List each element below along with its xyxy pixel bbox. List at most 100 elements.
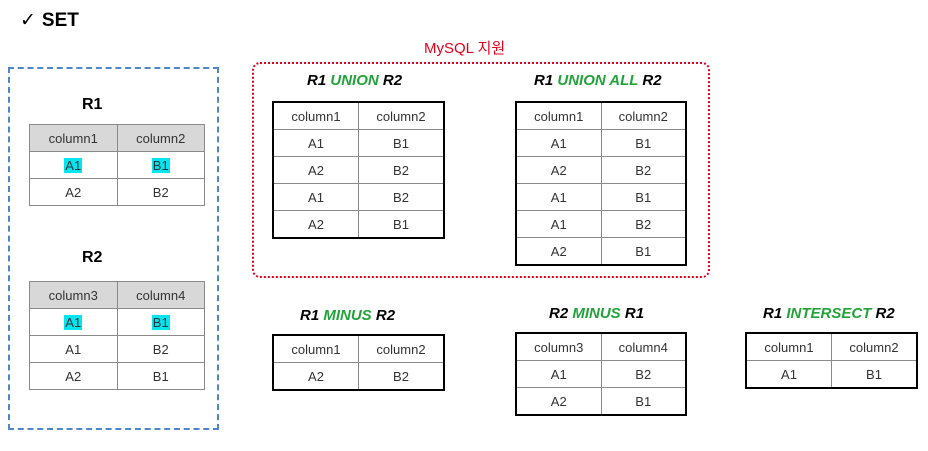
- table-row: A2 B2: [272, 156, 445, 184]
- table-cell: B2: [600, 210, 687, 238]
- minus-r2-r1-operator: MINUS: [572, 305, 621, 322]
- column-header: column1: [272, 101, 359, 130]
- highlighted-value: B1: [151, 157, 170, 173]
- cell-value: B2: [393, 162, 409, 178]
- table-cell: B2: [116, 178, 205, 206]
- union-all-left: R1: [534, 72, 554, 89]
- table-cell: A1: [272, 183, 359, 211]
- table-cell: B1: [116, 151, 205, 179]
- table-cell: A1: [515, 210, 602, 238]
- cell-value: A1: [308, 189, 324, 205]
- intersect-operator: INTERSECT: [786, 305, 872, 322]
- minus-r2-r1-label: R2 MINUS R1: [549, 305, 644, 322]
- minus-r1-r2-label: R1 MINUS R2: [300, 307, 395, 324]
- highlighted-value: A1: [64, 314, 83, 330]
- table-row: A2 B2: [29, 178, 205, 206]
- table-row: A2 B1: [29, 362, 205, 390]
- cell-value: A1: [550, 135, 567, 151]
- cell-value: A1: [550, 366, 567, 382]
- column-header: column4: [600, 332, 687, 361]
- table-cell: A2: [515, 237, 602, 266]
- table-cell: A1: [272, 129, 359, 157]
- column-header: column3: [515, 332, 602, 361]
- cell-value: A2: [308, 368, 324, 384]
- table-cell: A2: [272, 156, 359, 184]
- table-row: A1 B2: [515, 360, 687, 388]
- table-cell: A1: [29, 308, 118, 336]
- cell-value: A2: [550, 393, 567, 409]
- table-row: A1 B1: [29, 151, 205, 179]
- table-cell: A1: [515, 183, 602, 211]
- cell-value: A2: [308, 216, 324, 232]
- minus-r1-r2-right: R2: [375, 307, 396, 324]
- column-header: column1: [272, 334, 359, 363]
- r2-label: R2: [82, 249, 103, 266]
- cell-value: A1: [550, 216, 567, 232]
- table-cell: A2: [515, 156, 602, 184]
- table-cell: B2: [600, 360, 687, 388]
- union-all-label: R1 UNION ALL R2: [534, 72, 662, 89]
- checkmark-icon: ✓: [20, 10, 36, 31]
- table-row: A1 B2: [515, 210, 687, 238]
- column-header: column1: [29, 124, 118, 152]
- minus-r2-r1-left: R2: [549, 305, 569, 322]
- column-header: column1: [515, 101, 602, 130]
- cell-value: A2: [65, 184, 82, 200]
- cell-value: B1: [635, 393, 652, 409]
- union-operator: UNION: [330, 72, 379, 89]
- table-cell: A1: [29, 151, 118, 179]
- highlighted-value: A1: [64, 157, 83, 173]
- intersect-label: R1 INTERSECT R2: [763, 305, 895, 322]
- cell-value: A1: [781, 366, 797, 382]
- union-label: R1 UNION R2: [307, 72, 402, 89]
- intersect-left: R1: [763, 305, 783, 322]
- r1-label: R1: [82, 96, 103, 113]
- column-header: column2: [116, 124, 205, 152]
- table-cell: B1: [600, 387, 687, 416]
- table-cell: B1: [358, 129, 445, 157]
- table-cell: B1: [600, 237, 687, 266]
- table-cell: A1: [515, 360, 602, 388]
- cell-value: A2: [550, 243, 567, 259]
- table-cell: B2: [116, 335, 205, 363]
- cell-value: A2: [550, 162, 567, 178]
- table-cell: A2: [29, 362, 118, 390]
- cell-value: B2: [635, 216, 652, 232]
- column-header: column2: [358, 334, 445, 363]
- union-left: R1: [307, 72, 327, 89]
- column-header: column2: [358, 101, 445, 130]
- minus-r1-r2-operator: MINUS: [323, 307, 372, 324]
- table-cell: A2: [272, 362, 359, 391]
- cell-value: B1: [152, 368, 169, 384]
- cell-value: A1: [550, 189, 567, 205]
- table-cell: B2: [358, 362, 445, 391]
- table-cell: A1: [515, 129, 602, 157]
- cell-value: B1: [635, 243, 652, 259]
- table-cell: A2: [272, 210, 359, 239]
- minus-r1-r2-left: R1: [300, 307, 320, 324]
- column-header: column4: [116, 281, 205, 309]
- table-cell: B1: [600, 129, 687, 157]
- table-cell: A1: [745, 360, 832, 389]
- table-row: A2 B2: [272, 362, 445, 391]
- page-title: ✓SET: [20, 9, 79, 32]
- column-header: column2: [831, 332, 918, 361]
- table-row: A2 B1: [515, 237, 687, 266]
- cell-value: B2: [393, 189, 409, 205]
- cell-value: B2: [152, 341, 169, 357]
- table-cell: B1: [116, 308, 205, 336]
